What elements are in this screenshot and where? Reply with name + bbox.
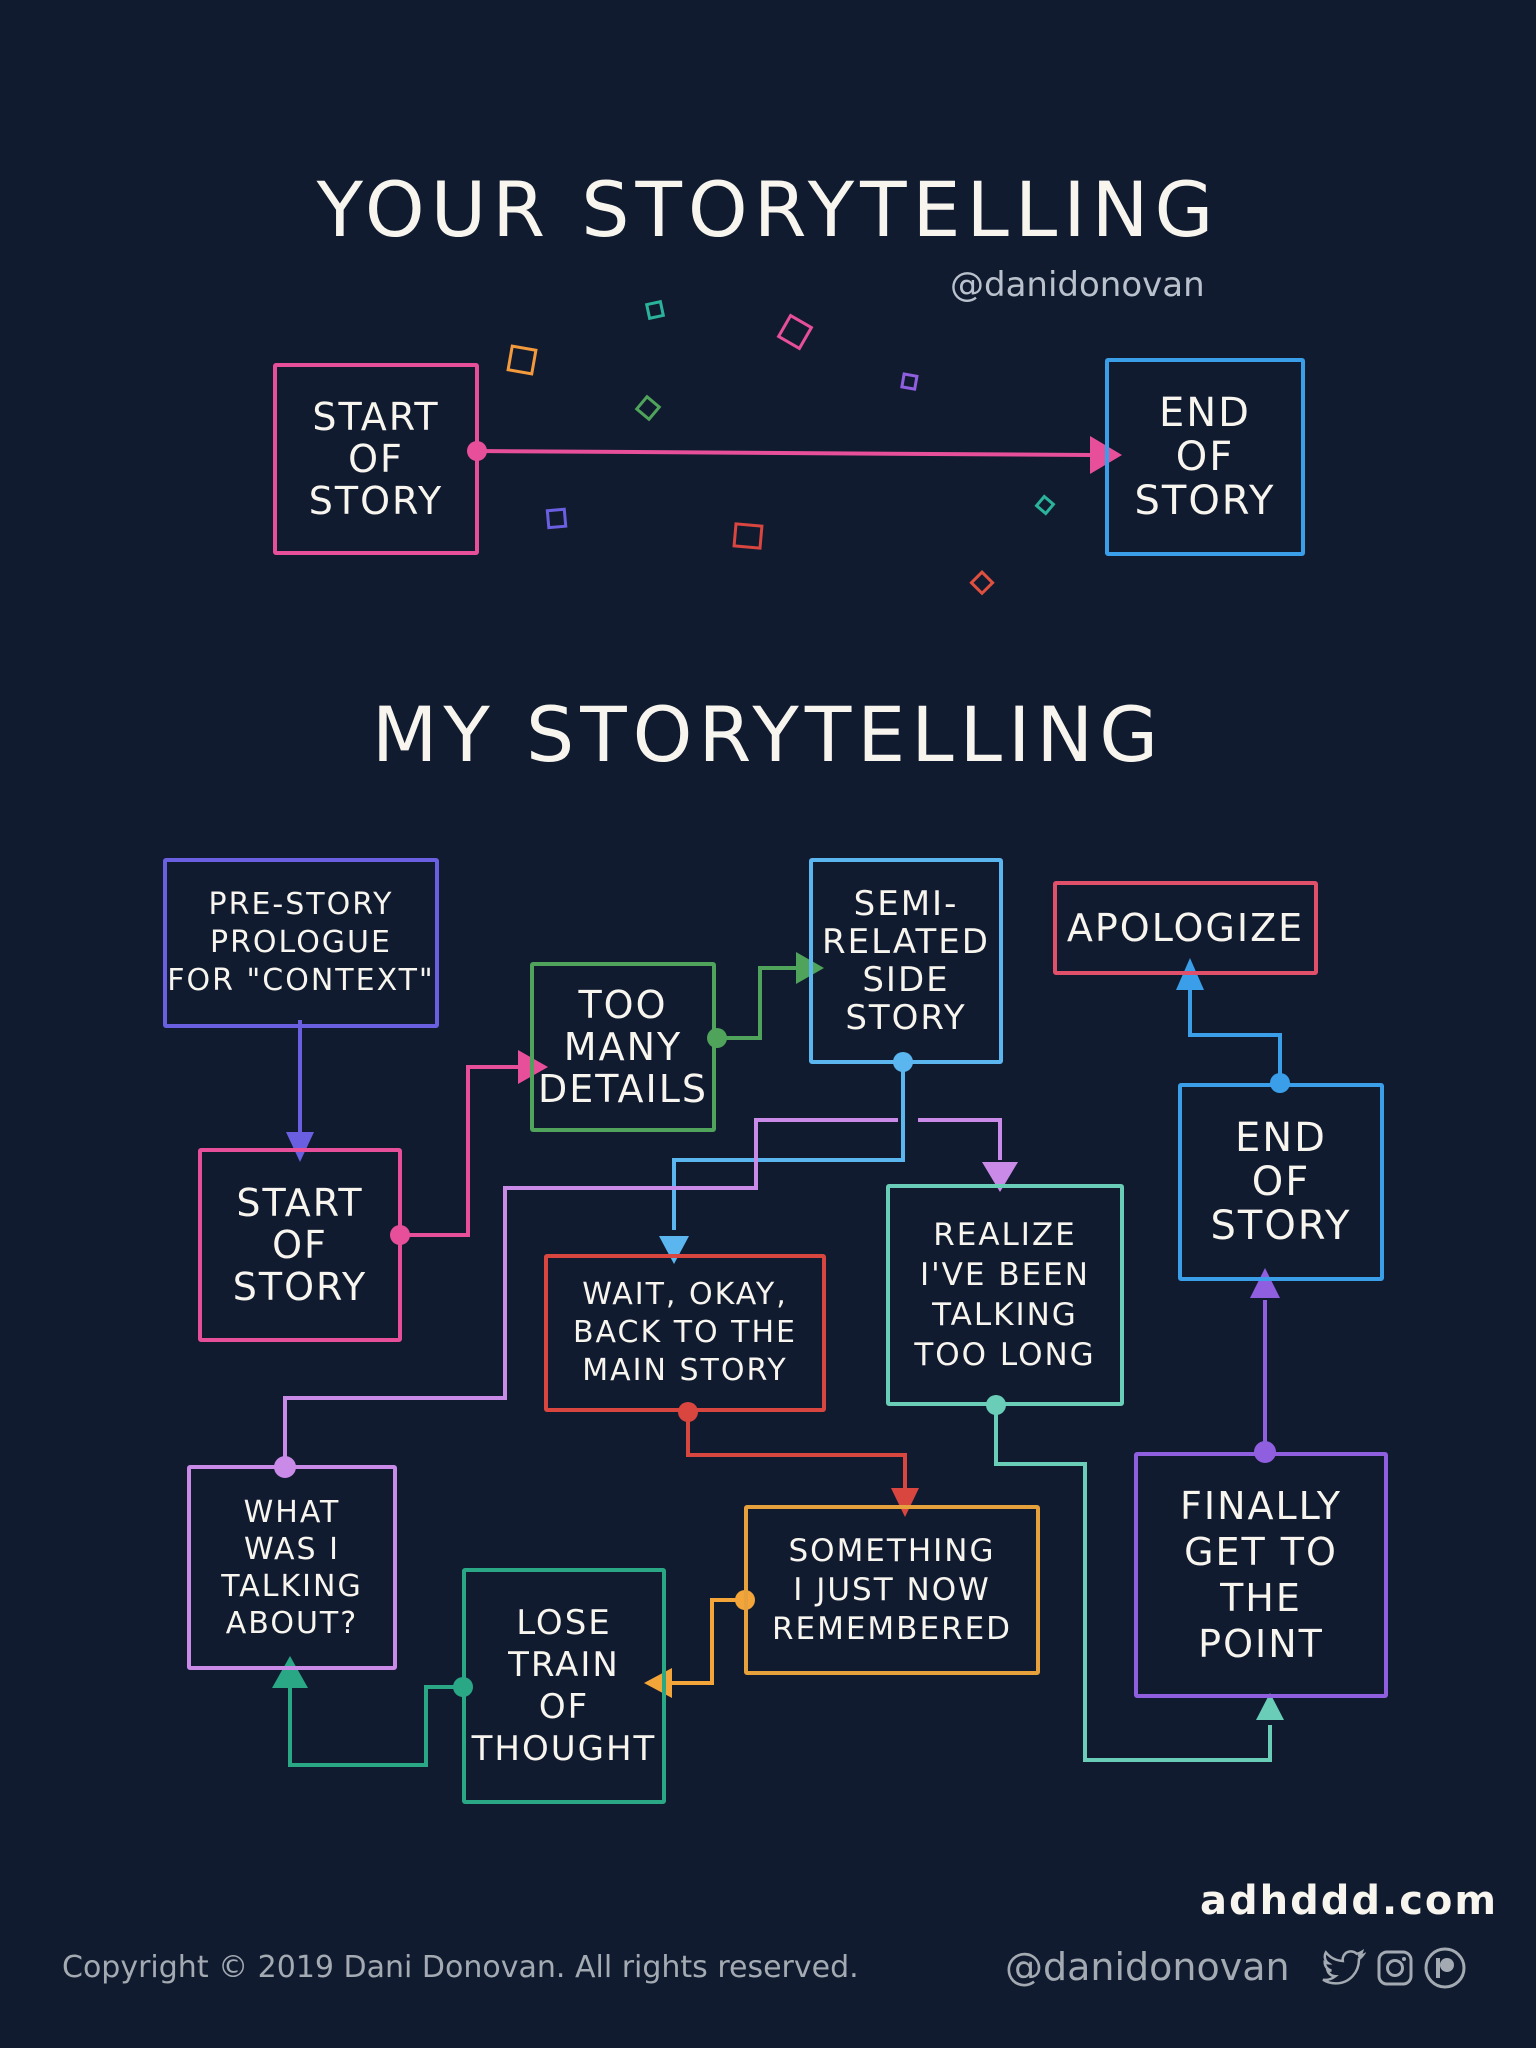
instagram-icon[interactable] (1376, 1949, 1414, 1987)
confetti-square (545, 507, 568, 530)
box-end-of-story: END OF STORY (1178, 1083, 1384, 1281)
arrow-details-to-side-story (707, 952, 824, 1048)
box-too-many-details: TOO MANY DETAILS (530, 962, 716, 1132)
box-lose-train-of-thought: LOSE TRAIN OF THOUGHT (462, 1568, 666, 1804)
box-realize-talking-too-long: REALIZE I'VE BEEN TALKING TOO LONG (886, 1184, 1124, 1406)
footer-handle[interactable]: @danidonovan (1005, 1945, 1290, 1989)
arrow-start-to-details (390, 1050, 548, 1245)
box-finally-get-to-the-point: FINALLY GET TO THE POINT (1134, 1452, 1388, 1698)
arrow-finally-to-end (1250, 1268, 1280, 1463)
confetti-square (506, 344, 538, 376)
confetti-square (1034, 494, 1056, 516)
confetti-square (644, 299, 666, 321)
box-apologize: APOLOGIZE (1053, 881, 1318, 975)
box-pre-story-prologue: PRE-STORY PROLOGUE FOR "CONTEXT" (163, 858, 439, 1028)
arrow-end-to-apologize (1176, 958, 1290, 1093)
confetti-square (969, 569, 995, 596)
top-end-of-story-box: END OF STORY (1105, 358, 1305, 556)
arrow-side-story-to-realize (918, 1118, 1018, 1192)
confetti-square (634, 394, 662, 422)
box-wait-back-to-main-story: WAIT, OKAY, BACK TO THE MAIN STORY (544, 1254, 826, 1412)
box-something-i-just-now-remembered: SOMETHING I JUST NOW REMEMBERED (744, 1505, 1040, 1675)
confetti-square (900, 372, 919, 391)
arrow-wait-to-remembered (678, 1402, 919, 1517)
patreon-icon[interactable] (1424, 1947, 1466, 1989)
arrow-prologue-to-start (286, 1020, 314, 1162)
confetti-square (776, 313, 814, 351)
top-start-of-story-box: START OF STORY (273, 363, 479, 555)
top-handle: @danidonovan (950, 265, 1205, 305)
social-icons (1322, 1947, 1466, 1989)
confetti-decorations (506, 299, 1056, 596)
my-storytelling-title: MY STORYTELLING (371, 690, 1165, 779)
box-what-was-i-talking-about: WHAT WAS I TALKING ABOUT? (187, 1465, 397, 1670)
box-start-of-story: START OF STORY (198, 1148, 402, 1342)
twitter-icon[interactable] (1322, 1949, 1366, 1987)
top-flow-arrow (467, 436, 1122, 474)
copyright-text: Copyright © 2019 Dani Donovan. All right… (62, 1950, 859, 1985)
arrow-lose-to-what (272, 1656, 473, 1767)
your-storytelling-title: YOUR STORYTELLING (316, 165, 1220, 254)
confetti-square (732, 522, 764, 550)
site-link[interactable]: adhddd.com (1200, 1878, 1499, 1924)
box-semi-related-side-story: SEMI- RELATED SIDE STORY (809, 858, 1003, 1064)
